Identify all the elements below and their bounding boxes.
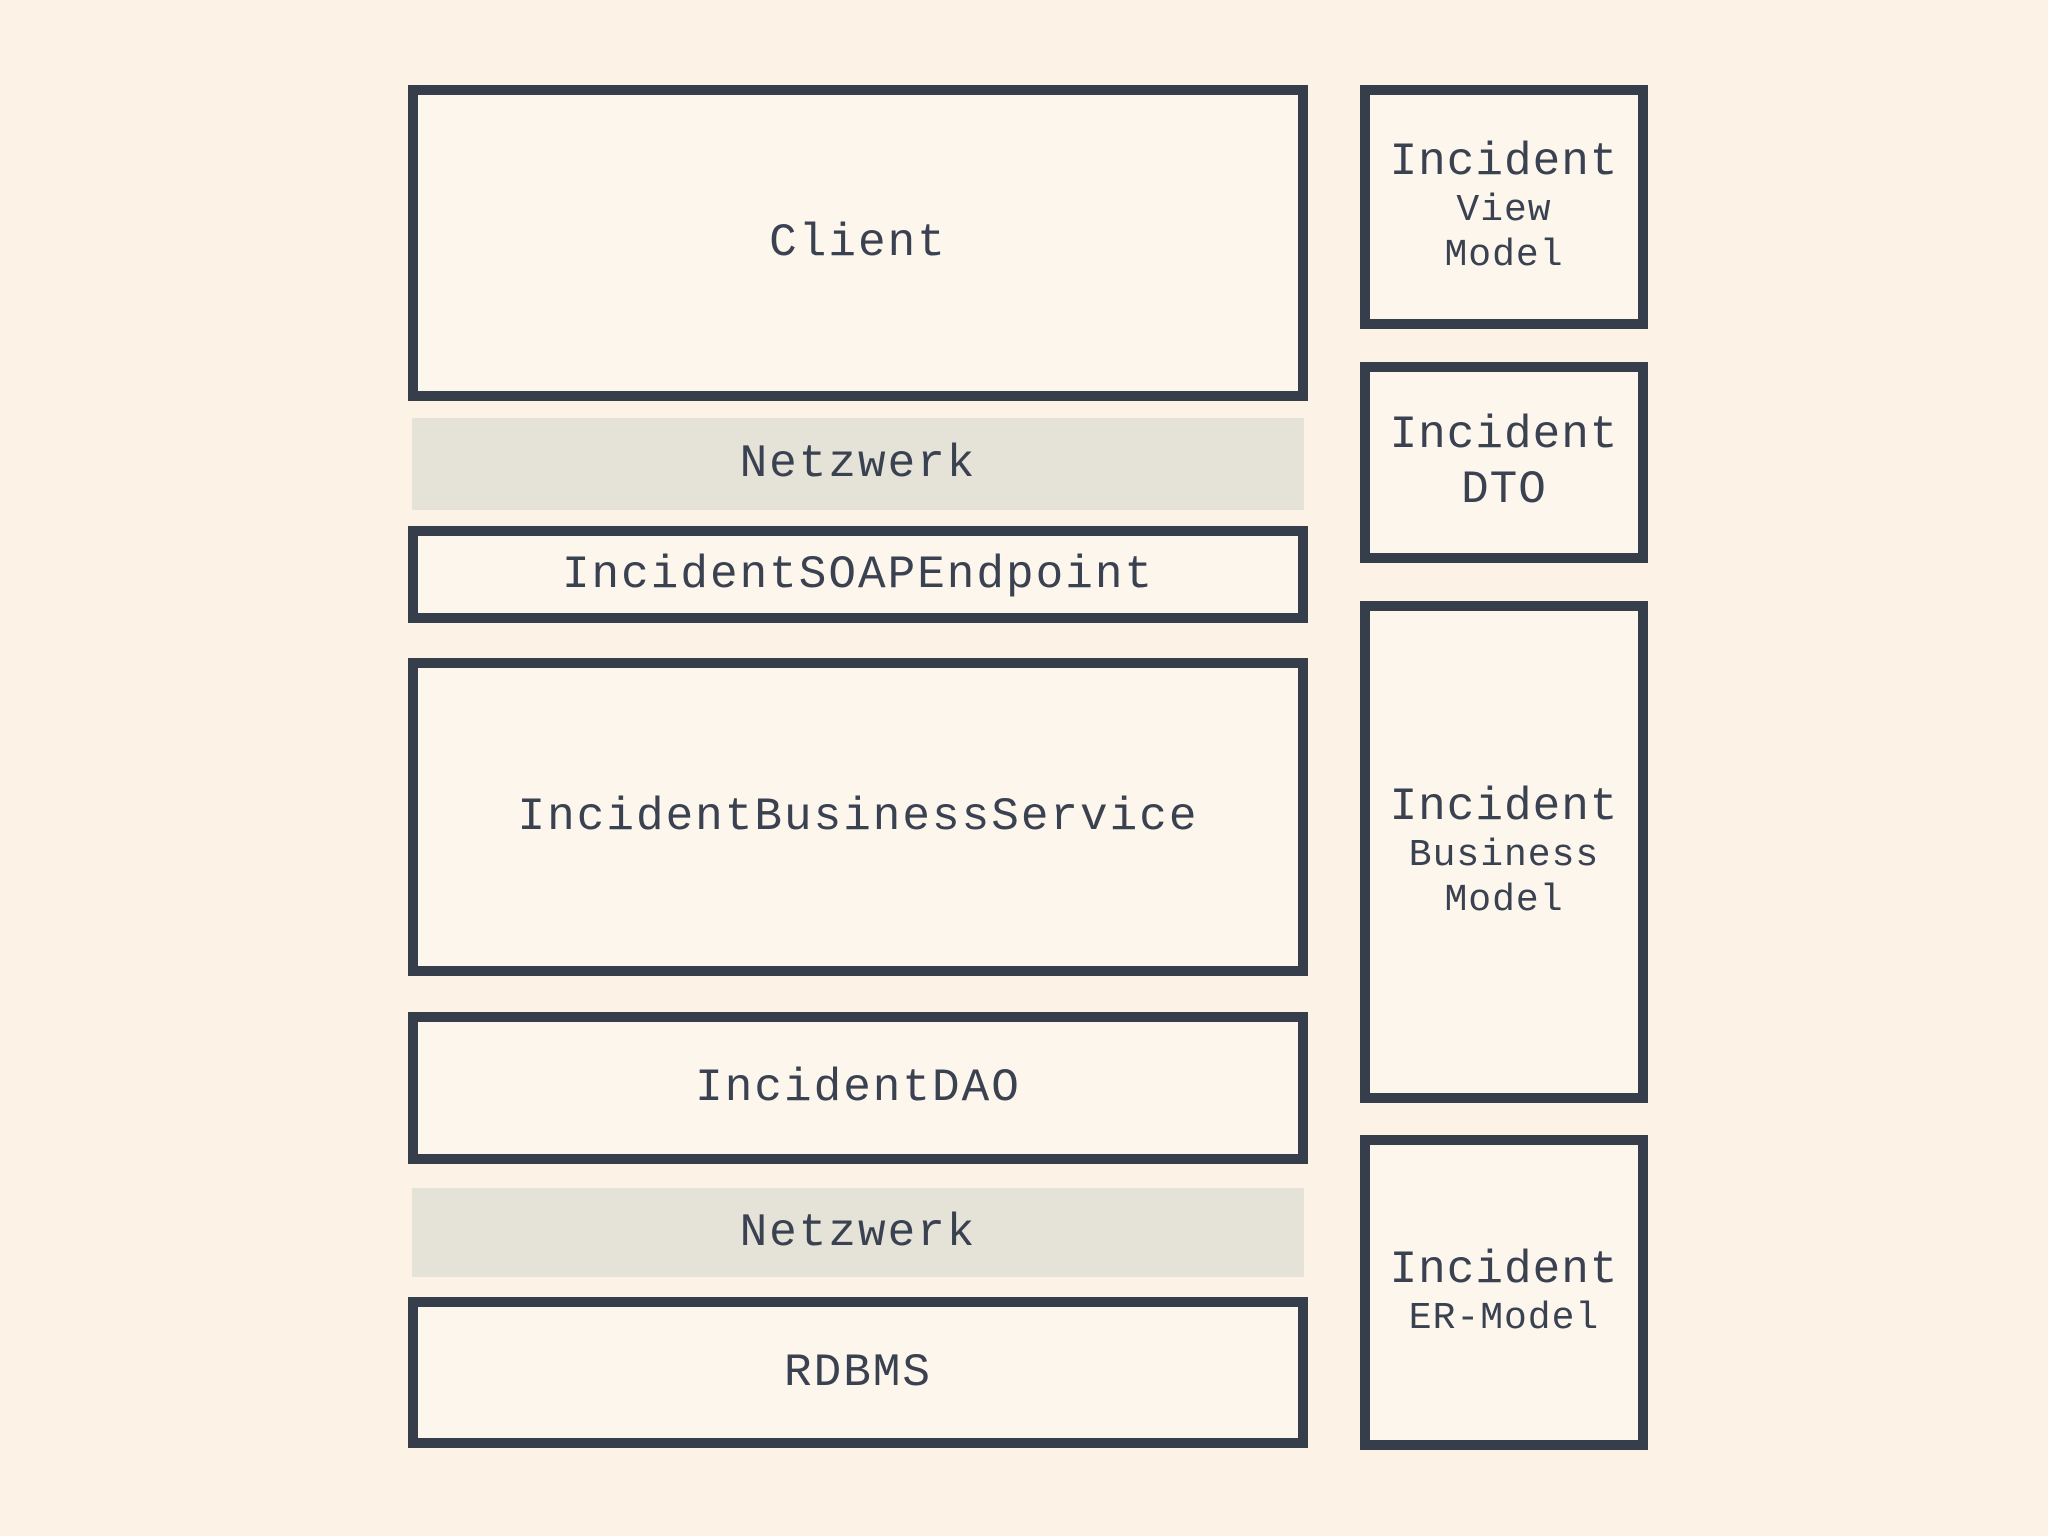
model-incident-business-model-line2: Business — [1408, 834, 1600, 878]
model-incident-business-model-title: Incident — [1389, 781, 1619, 834]
layer-rdbms-label: RDBMS — [783, 1346, 933, 1399]
layer-soap-endpoint-label: IncidentSOAPEndpoint — [561, 548, 1155, 601]
model-incident-dto-title: Incident — [1389, 409, 1619, 462]
network-bar-top: Netzwerk — [412, 418, 1304, 510]
model-incident-dto-box: Incident DTO — [1360, 362, 1648, 563]
model-incident-er-model-box: Incident ER-Model — [1360, 1135, 1648, 1450]
layer-dao-label: IncidentDAO — [695, 1062, 1021, 1114]
network-bar-bottom: Netzwerk — [412, 1188, 1304, 1277]
model-incident-er-model-title: Incident — [1389, 1243, 1619, 1296]
layer-business-service-label: IncidentBusinessService — [517, 791, 1199, 843]
model-incident-er-model-line2: ER-Model — [1408, 1297, 1600, 1341]
model-incident-view-model-box: Incident View Model — [1360, 85, 1648, 329]
model-incident-business-model-box: Incident Business Model — [1360, 601, 1648, 1103]
network-bar-top-label: Netzwerk — [739, 438, 977, 490]
network-bar-bottom-label: Netzwerk — [739, 1206, 977, 1259]
layer-client-box: Client — [408, 85, 1308, 401]
layer-rdbms-box: RDBMS — [408, 1297, 1308, 1448]
model-incident-view-model-line3: Model — [1444, 234, 1564, 278]
layer-business-service-box: IncidentBusinessService — [408, 658, 1308, 976]
model-incident-dto-line2: DTO — [1461, 463, 1547, 516]
layer-dao-box: IncidentDAO — [408, 1012, 1308, 1164]
layer-soap-endpoint-box: IncidentSOAPEndpoint — [408, 526, 1308, 623]
model-incident-view-model-title: Incident — [1389, 136, 1619, 189]
model-incident-business-model-line3: Model — [1444, 879, 1564, 923]
model-incident-view-model-line2: View — [1456, 189, 1552, 233]
layer-client-label: Client — [769, 217, 947, 269]
